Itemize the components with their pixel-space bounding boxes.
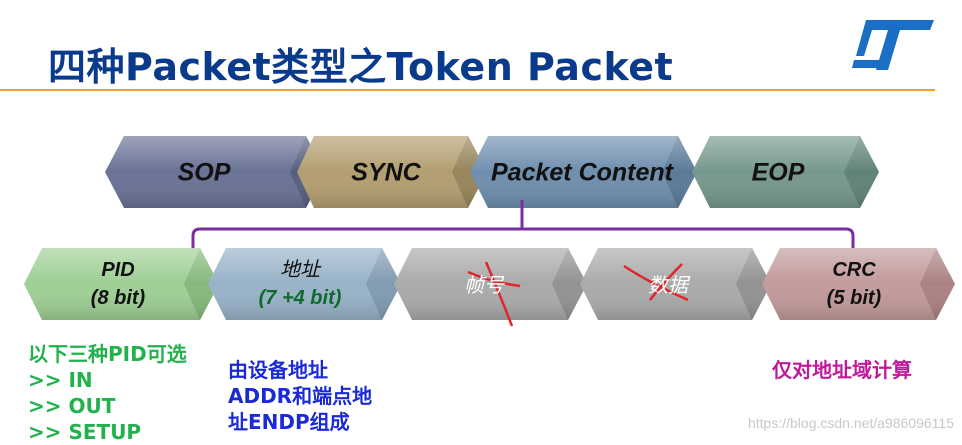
crc-size: (5 bit) xyxy=(826,287,882,309)
address-size: (7 +4 bit) xyxy=(258,287,342,309)
pid-option-setup: >> SETUP xyxy=(28,420,142,444)
address-note-line-1: 由设备地址 xyxy=(228,358,328,382)
field-data xyxy=(580,248,771,320)
address-note: 由设备地址 ADDR和端点地 址ENDP组成 xyxy=(228,357,372,435)
strike-data xyxy=(623,263,689,302)
field-pid xyxy=(24,248,219,320)
label-data: 数据 xyxy=(648,275,688,297)
strike-frame-number xyxy=(467,261,521,327)
pid-name: PID xyxy=(101,259,135,281)
label-sop: SOP xyxy=(177,158,231,187)
label-crc: CRC (5 bit) xyxy=(827,256,881,312)
pid-size: (8 bit) xyxy=(90,287,146,309)
watermark: https://blog.csdn.net/a986096115 xyxy=(747,415,954,431)
address-note-line-2: ADDR和端点地 xyxy=(228,384,373,408)
field-eop xyxy=(692,136,879,208)
st-logo-icon xyxy=(852,20,934,70)
pid-option-in: >> IN xyxy=(28,368,93,392)
address-name: 地址 xyxy=(279,259,320,281)
crc-note: 仅对地址域计算 xyxy=(772,358,912,382)
field-packet-content xyxy=(470,136,697,208)
page-title: 四种Packet类型之Token Packet xyxy=(48,45,674,89)
field-sop xyxy=(105,136,325,208)
title-divider xyxy=(0,89,935,91)
field-address xyxy=(208,248,401,320)
label-eop: EOP xyxy=(751,158,805,187)
label-sync: SYNC xyxy=(351,158,421,187)
field-frame-number xyxy=(394,248,587,320)
pid-options-note: 以下三种PID可选 >> IN >> OUT >> SETUP xyxy=(28,341,187,445)
field-crc xyxy=(762,248,955,320)
crc-name: CRC xyxy=(832,259,876,281)
pid-options-title: 以下三种PID可选 xyxy=(28,342,187,366)
pid-option-out: >> OUT xyxy=(28,394,116,418)
field-sync xyxy=(297,136,487,208)
label-frame-number: 帧号 xyxy=(464,275,504,297)
address-note-line-3: 址ENDP组成 xyxy=(228,410,350,434)
label-pid: PID (8 bit) xyxy=(91,256,145,312)
label-packet-content: Packet Content xyxy=(491,158,673,187)
label-address: 地址 (7 +4 bit) xyxy=(259,256,342,312)
